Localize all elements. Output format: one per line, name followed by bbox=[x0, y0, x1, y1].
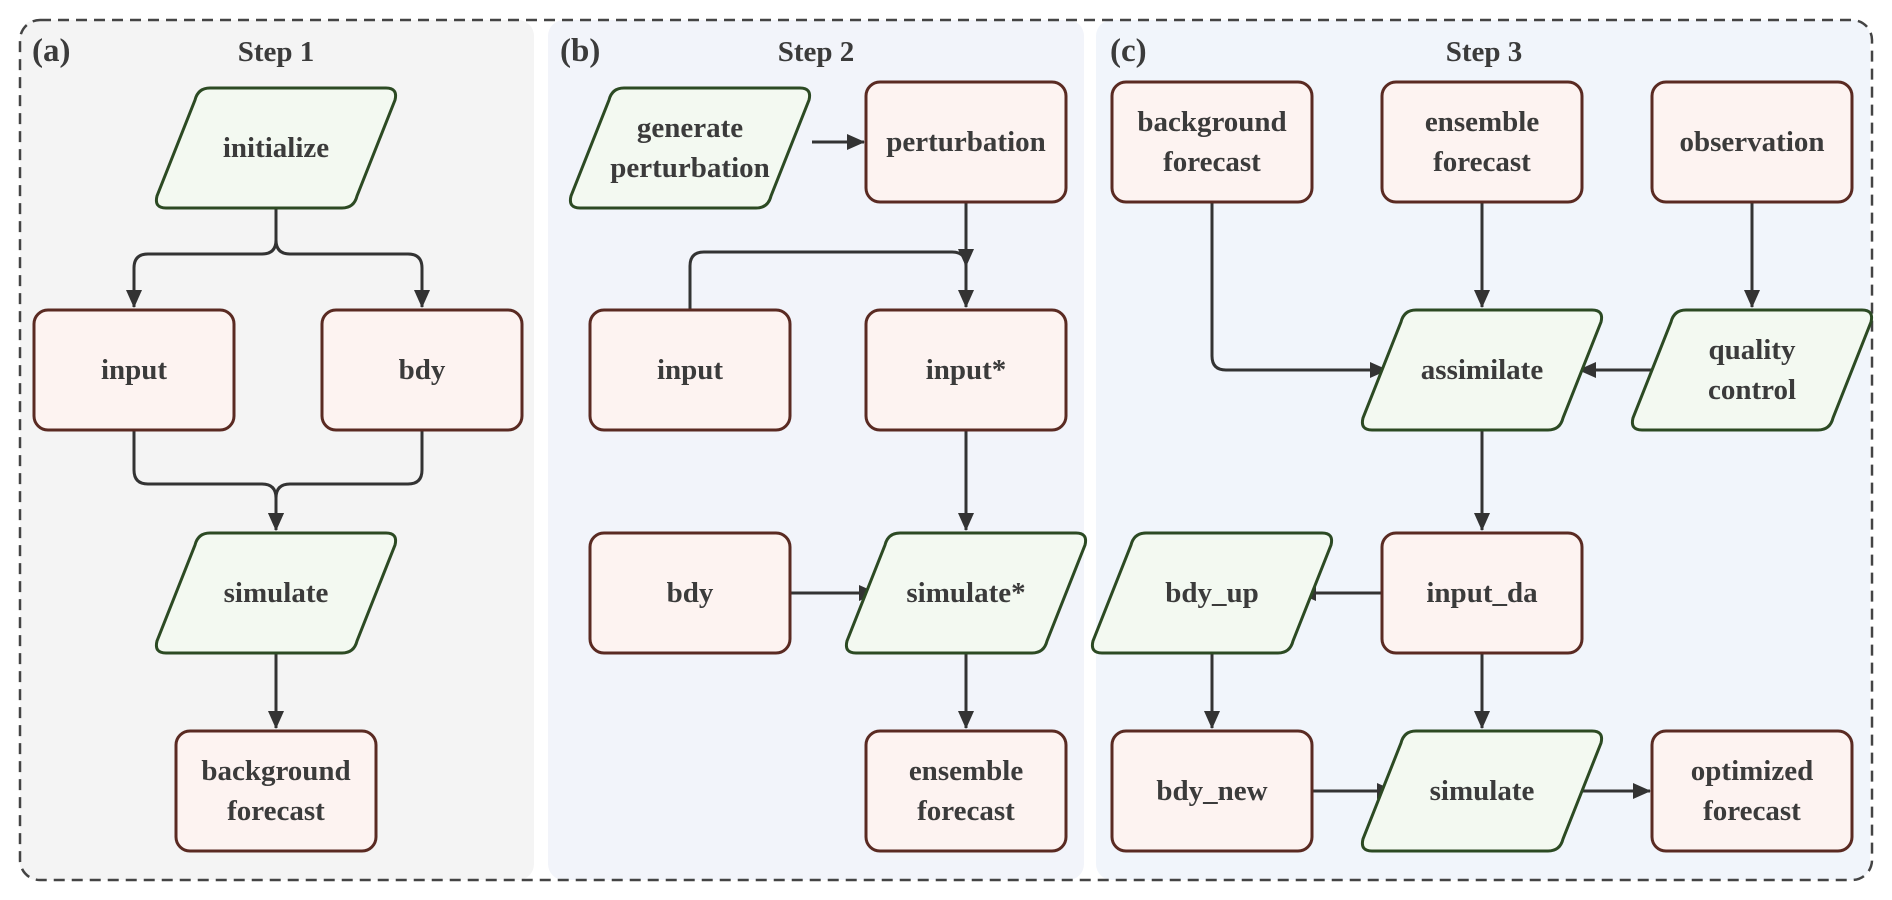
process-box bbox=[1380, 80, 1584, 204]
panel-b-background bbox=[548, 20, 1084, 880]
node-label: forecast bbox=[1703, 795, 1801, 827]
node-label: optimized bbox=[1691, 755, 1813, 787]
process-box bbox=[1650, 80, 1854, 204]
panel-a-background bbox=[20, 20, 534, 880]
process-box bbox=[864, 308, 1068, 432]
node-label: assimilate bbox=[1421, 354, 1544, 386]
process-box bbox=[864, 80, 1068, 204]
node-c_obs: observation bbox=[1650, 80, 1854, 204]
node-b_inputstar: input* bbox=[864, 308, 1068, 432]
node-c_qc: quality control bbox=[1630, 308, 1874, 432]
panel-c-title: Step 3 bbox=[1446, 36, 1523, 68]
node-label: forecast bbox=[1433, 146, 1531, 178]
io-parallelogram bbox=[1090, 531, 1334, 655]
process-box bbox=[588, 308, 792, 432]
process-box bbox=[1650, 729, 1854, 853]
node-label: bdy_up bbox=[1165, 577, 1259, 609]
io-parallelogram bbox=[1360, 308, 1604, 432]
edge-b_input-to-b_inputstar bbox=[688, 248, 974, 310]
edge-a_initialize-to-a_bdy bbox=[274, 208, 430, 308]
node-b_pert: perturbation bbox=[864, 80, 1068, 204]
node-label: quality bbox=[1708, 334, 1796, 366]
node-label: simulate bbox=[1430, 775, 1535, 807]
node-label: input* bbox=[926, 354, 1007, 386]
node-label: input bbox=[657, 354, 723, 386]
node-label: bdy bbox=[667, 577, 714, 609]
node-b_bdy: bdy bbox=[588, 531, 792, 655]
panel-a-letter: (a) bbox=[32, 33, 70, 69]
io-parallelogram bbox=[1360, 729, 1604, 853]
node-c_ensforecast: ensemble forecast bbox=[1380, 80, 1584, 204]
node-a_initialize: initialize bbox=[154, 86, 398, 210]
node-label: generate bbox=[637, 112, 743, 144]
node-c_bdyup: bdy_up bbox=[1090, 531, 1334, 655]
node-label: forecast bbox=[1163, 146, 1261, 178]
node-label: observation bbox=[1680, 126, 1825, 158]
node-a_bgforecast: background forecast bbox=[174, 729, 378, 853]
node-label: simulate* bbox=[906, 577, 1025, 609]
io-parallelogram bbox=[154, 531, 398, 655]
node-label: perturbation bbox=[610, 152, 770, 184]
node-label: background bbox=[201, 755, 350, 787]
io-parallelogram bbox=[1630, 308, 1874, 432]
node-b_input: input bbox=[588, 308, 792, 432]
node-c_assimilate: assimilate bbox=[1360, 308, 1604, 432]
node-label: simulate bbox=[224, 577, 329, 609]
node-label: ensemble bbox=[1425, 106, 1540, 138]
node-b_ensforecast: ensemble forecast bbox=[864, 729, 1068, 853]
node-label: initialize bbox=[223, 132, 329, 164]
io-parallelogram bbox=[154, 86, 398, 210]
node-label: bdy_new bbox=[1156, 775, 1267, 807]
node-c_simulate: simulate bbox=[1360, 729, 1604, 853]
node-label: forecast bbox=[917, 795, 1015, 827]
node-label: bdy bbox=[399, 354, 446, 386]
node-a_simulate: simulate bbox=[154, 531, 398, 655]
node-a_bdy: bdy bbox=[320, 308, 524, 432]
panel-a-title: Step 1 bbox=[238, 36, 315, 68]
nodes-layer: initialize input bdy simulate background fore… bbox=[32, 80, 1874, 853]
node-label: forecast bbox=[227, 795, 325, 827]
node-c_optforecast: optimized forecast bbox=[1650, 729, 1854, 853]
process-box bbox=[1110, 80, 1314, 204]
node-label: ensemble bbox=[909, 755, 1024, 787]
process-box bbox=[1110, 729, 1314, 853]
panel-b-letter: (b) bbox=[560, 33, 600, 69]
process-box bbox=[174, 729, 378, 853]
node-c_bgforecast: background forecast bbox=[1110, 80, 1314, 204]
io-parallelogram bbox=[844, 531, 1088, 655]
node-label: control bbox=[1708, 374, 1796, 406]
node-c_bdynew: bdy_new bbox=[1110, 729, 1314, 853]
node-label: perturbation bbox=[886, 126, 1046, 158]
outer-dashed-border bbox=[18, 18, 1874, 882]
node-label: background bbox=[1137, 106, 1286, 138]
edge-a_bdy-to-a_simulate bbox=[268, 430, 424, 531]
node-label: input_da bbox=[1426, 577, 1538, 609]
process-box bbox=[588, 531, 792, 655]
process-box bbox=[32, 308, 236, 432]
node-b_genpert: generate perturbation bbox=[568, 86, 812, 210]
process-box bbox=[864, 729, 1068, 853]
panel-c-letter: (c) bbox=[1110, 33, 1147, 69]
panel-b-title: Step 2 bbox=[778, 36, 855, 68]
io-parallelogram bbox=[568, 86, 812, 210]
node-b_simstar: simulate* bbox=[844, 531, 1088, 655]
edge-c_bgforecast-to-c_assimilate bbox=[1210, 202, 1388, 378]
node-c_inputda: input_da bbox=[1380, 531, 1584, 655]
node-a_input: input bbox=[32, 308, 236, 432]
process-box bbox=[1380, 531, 1584, 655]
process-box bbox=[320, 308, 524, 432]
node-label: input bbox=[101, 354, 167, 386]
